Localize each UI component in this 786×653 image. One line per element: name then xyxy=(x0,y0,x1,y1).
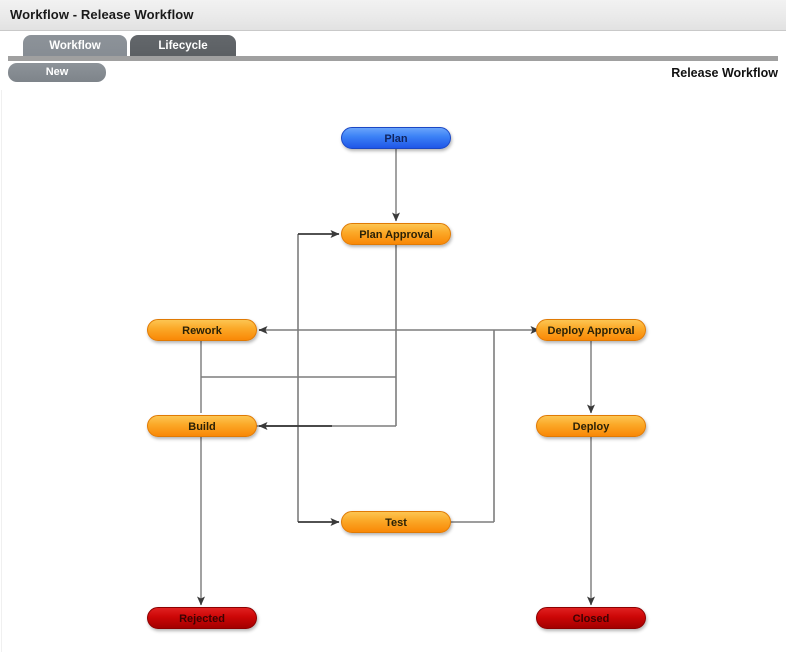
node-deploy-approval[interactable]: Deploy Approval xyxy=(536,319,646,341)
window-title-bar: Workflow - Release Workflow xyxy=(0,0,786,31)
node-build[interactable]: Build xyxy=(147,415,257,437)
node-deploy[interactable]: Deploy xyxy=(536,415,646,437)
new-button[interactable]: New xyxy=(8,63,106,82)
node-rework[interactable]: Rework xyxy=(147,319,257,341)
node-plan[interactable]: Plan xyxy=(341,127,451,149)
toolbar: New Release Workflow xyxy=(0,62,786,88)
tab-strip: Workflow Lifecycle xyxy=(0,32,786,58)
tab-workflow[interactable]: Workflow xyxy=(23,35,127,58)
node-closed[interactable]: Closed xyxy=(536,607,646,629)
tab-lifecycle[interactable]: Lifecycle xyxy=(130,35,236,58)
tab-separator-rule xyxy=(8,56,778,61)
window-title: Workflow - Release Workflow xyxy=(10,7,194,22)
connector-layer xyxy=(197,149,595,606)
node-plan-approval[interactable]: Plan Approval xyxy=(341,223,451,245)
workflow-canvas[interactable]: Plan Plan Approval Rework Deploy Approva… xyxy=(1,90,786,652)
node-rejected[interactable]: Rejected xyxy=(147,607,257,629)
node-test[interactable]: Test xyxy=(341,511,451,533)
page-title: Release Workflow xyxy=(671,66,778,80)
